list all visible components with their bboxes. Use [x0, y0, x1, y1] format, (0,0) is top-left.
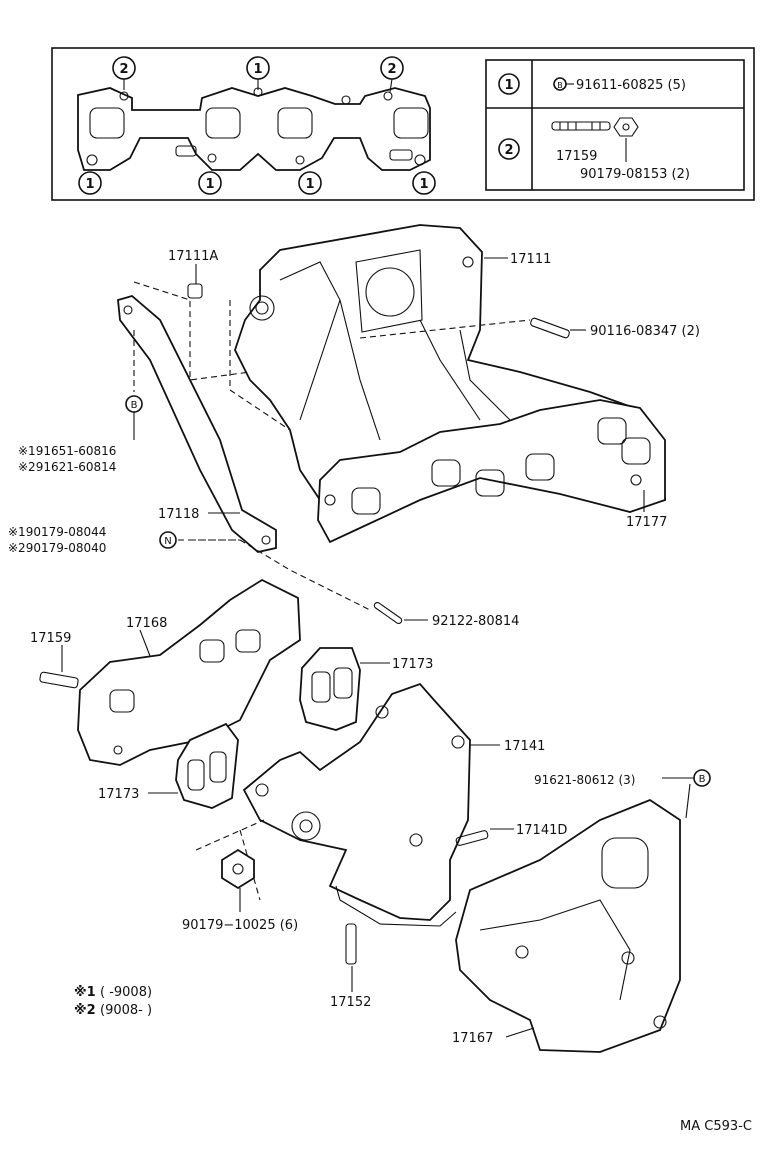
label-17141D: 17141D [516, 823, 567, 838]
svg-text:1: 1 [205, 177, 214, 192]
label-17111A: 17111A [168, 249, 218, 264]
label-17111: 17111 [510, 252, 551, 267]
note-2-text: (9008- ) [100, 1003, 152, 1018]
stud-bolt-icon [551, 121, 611, 131]
bolt-92122 [373, 601, 403, 625]
stud-17159 [39, 671, 79, 689]
stud-17152 [345, 923, 357, 965]
legend-mark-1: 1 [504, 78, 513, 93]
legend-part-90179: 90179-08153 (2) [580, 167, 690, 182]
intake-manifold [234, 224, 666, 544]
label-17141: 17141 [504, 739, 545, 754]
gasket-callout-1-b3: 1 [298, 171, 322, 195]
gasket-callout-2-left: 2 [112, 56, 136, 80]
svg-text:2: 2 [387, 62, 396, 77]
heat-insulator-17167 [455, 798, 681, 1053]
label-92122: 92122-80814 [432, 614, 519, 629]
label-190179: ※190179-08044 [8, 525, 106, 539]
circle-b-left: B [125, 395, 143, 413]
applicability-notes: ※1 ( -9008) ※2 (9008- ) [74, 985, 152, 1018]
gasket-callout-1-br: 1 [412, 171, 436, 195]
circle-b-right: B [693, 769, 711, 787]
label-17177: 17177 [626, 515, 667, 530]
circle-n: N [159, 531, 177, 549]
label-17159: 17159 [30, 631, 71, 646]
label-17168: 17168 [126, 616, 167, 631]
note-1-text: ( -9008) [100, 985, 152, 1000]
bolt-17111A [187, 283, 203, 299]
stud-17141D [455, 830, 489, 846]
manifold-stay-17118 [117, 295, 277, 553]
gasket-callout-1-top: 1 [246, 56, 270, 80]
nut-icon [613, 117, 639, 137]
gasket-17173-lower [175, 722, 239, 809]
note-2-mark: ※2 [74, 1003, 96, 1018]
label-90116: 90116-08347 (2) [590, 324, 700, 339]
svg-text:1: 1 [419, 177, 428, 192]
gasket-callout-1-bl: 1 [78, 171, 102, 195]
gasket-17173-upper [299, 647, 361, 731]
label-17167: 17167 [452, 1031, 493, 1046]
label-17118: 17118 [158, 507, 199, 522]
gasket-callout-2-right: 2 [380, 56, 404, 80]
svg-text:B: B [699, 774, 706, 785]
gasket-inset-box: 2 1 2 1 1 1 1 [51, 47, 755, 201]
label-191651: ※191651-60816 [18, 444, 116, 458]
svg-text:N: N [164, 536, 171, 547]
legend-part-91611: 91611-60825 (5) [576, 78, 686, 93]
heat-insulator-17168 [77, 578, 301, 766]
intake-gasket [77, 87, 431, 171]
gasket-callout-1-b2: 1 [198, 171, 222, 195]
note-1-mark: ※1 [74, 985, 96, 1000]
svg-text:1: 1 [305, 177, 314, 192]
svg-text:B: B [131, 400, 138, 411]
svg-text:2: 2 [119, 62, 128, 77]
reference-code: MA C593-C [680, 1119, 752, 1134]
label-17173-lower: 17173 [98, 787, 139, 802]
label-17152: 17152 [330, 995, 371, 1010]
legend-part-17159: 17159 [556, 149, 597, 164]
stud-90116 [530, 317, 570, 339]
label-290179: ※290179-08040 [8, 541, 106, 555]
nut-90179-10025 [221, 848, 255, 890]
svg-text:1: 1 [253, 62, 262, 77]
svg-text:B: B [557, 81, 563, 90]
legend-mark-2: 2 [504, 143, 513, 158]
legend-table: 1 2 B 91611-60825 (5) 17159 90179-0 [485, 59, 745, 191]
label-17173-upper: 17173 [392, 657, 433, 672]
exhaust-manifold-17141 [242, 682, 471, 927]
svg-text:1: 1 [85, 177, 94, 192]
label-291621: ※291621-60814 [18, 460, 116, 474]
label-90179-10025: 90179−10025 (6) [182, 918, 298, 933]
label-91621: 91621-80612 (3) [534, 773, 636, 787]
